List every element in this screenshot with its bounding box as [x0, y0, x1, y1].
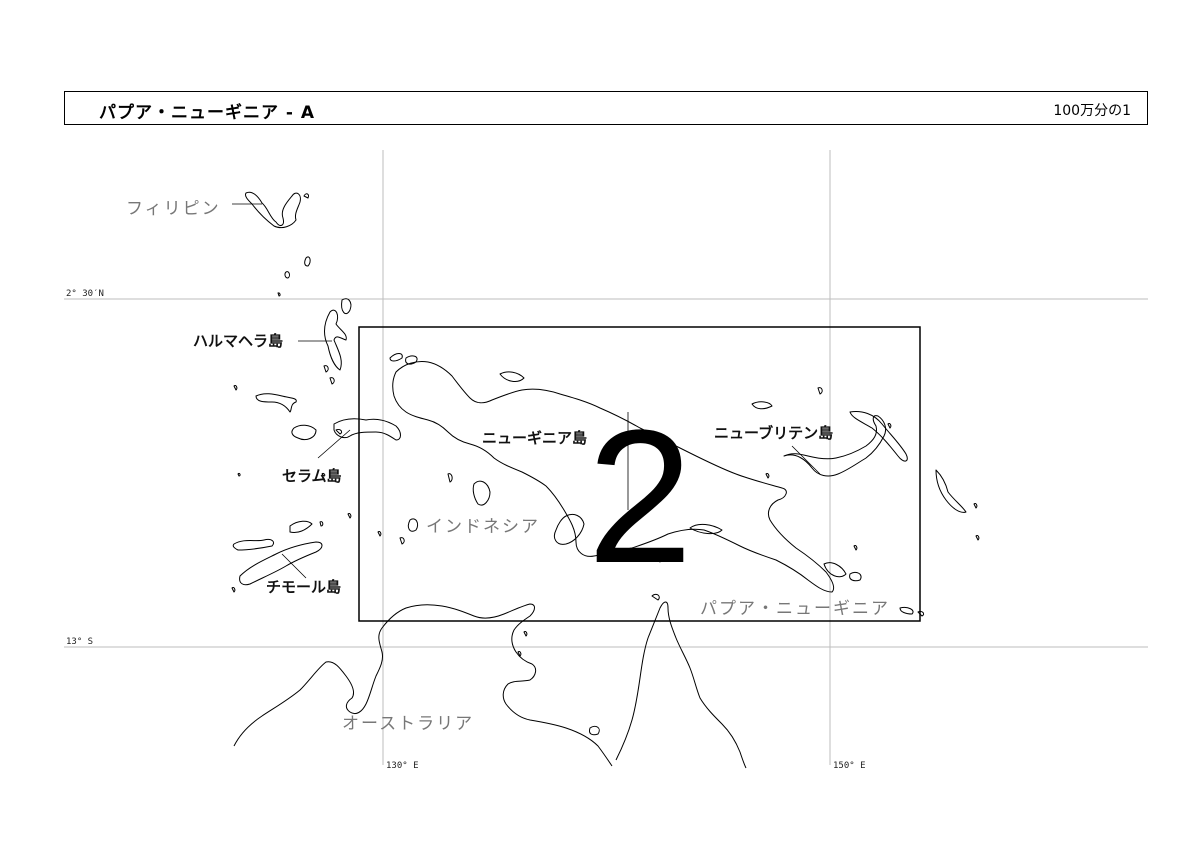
map-header: パプア・ニューギニア - A 100万分の1 — [64, 91, 1148, 125]
png-islands-coast — [751, 387, 980, 617]
label-australia: オーストラリア — [342, 714, 474, 734]
timor-leader — [281, 553, 307, 579]
lon-label-east: 150° E — [833, 761, 866, 771]
label-philippines: フィリピン — [126, 199, 221, 219]
lon-label-west: 130° E — [386, 761, 419, 771]
seram-leader — [317, 429, 351, 459]
timor-coast — [231, 520, 323, 593]
label-new-britain: ニューブリテン島 — [714, 424, 833, 442]
moluccas-coast — [233, 385, 401, 527]
new-britain-leader — [791, 445, 821, 475]
sheet-number: 2 — [587, 391, 693, 603]
label-new-guinea: ニューギニア島 — [482, 429, 587, 447]
new-guinea-coast — [377, 353, 835, 593]
label-png: パプア・ニューギニア — [700, 599, 890, 619]
philippines-coast — [245, 191, 311, 297]
label-indonesia: インドネシア — [426, 517, 540, 537]
australia-coast — [233, 593, 747, 769]
label-halmahera: ハルマヘラ島 — [193, 332, 283, 350]
map-title: パプア・ニューギニア - A — [99, 103, 316, 123]
label-seram: セラム島 — [282, 467, 342, 485]
lat-label-south: 13° S — [66, 637, 93, 647]
map-scale: 100万分の1 — [1053, 103, 1131, 119]
halmahera-coast — [323, 298, 352, 385]
label-timor: チモール島 — [266, 578, 341, 596]
lat-label-north: 2° 30′N — [66, 289, 104, 299]
sheet-frame[interactable] — [358, 326, 921, 622]
